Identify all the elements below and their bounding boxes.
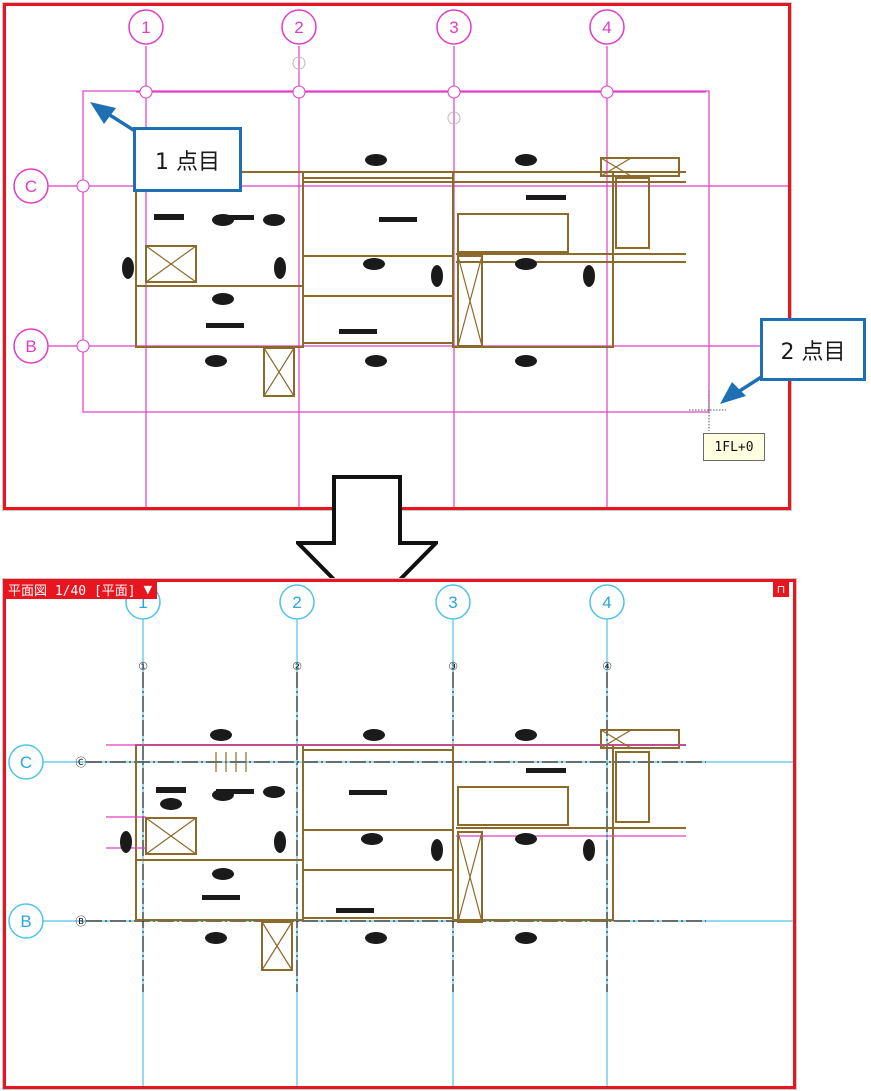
grid-bubble-B: B bbox=[8, 903, 44, 939]
svg-text:Ⓒ: Ⓒ bbox=[76, 756, 87, 769]
svg-text:3: 3 bbox=[449, 18, 458, 37]
grid-bubble-2: 2 bbox=[281, 9, 317, 45]
svg-text:1: 1 bbox=[138, 593, 147, 612]
svg-text:①: ① bbox=[138, 660, 148, 673]
plan-view-before[interactable]: 1 2 3 4 C B bbox=[3, 3, 791, 510]
grid-bubble-4: 4 bbox=[589, 9, 625, 45]
svg-text:3: 3 bbox=[448, 593, 457, 612]
pin-icon[interactable]: ⊓ bbox=[773, 581, 789, 597]
svg-text:③: ③ bbox=[448, 660, 458, 673]
svg-text:C: C bbox=[25, 177, 37, 196]
caret-down-icon[interactable]: ▼ bbox=[143, 582, 153, 596]
grid-bubble-4: 4 bbox=[589, 584, 625, 620]
callout-second-point: 2 点目 bbox=[760, 318, 866, 381]
svg-text:B: B bbox=[25, 337, 36, 356]
svg-text:④: ④ bbox=[602, 660, 612, 673]
svg-text:B: B bbox=[20, 912, 31, 931]
view-tab[interactable]: 平面図 1/40 [平面] ▼ bbox=[3, 579, 158, 599]
callout-first-point: 1 点目 bbox=[133, 127, 242, 192]
grid-bubble-C: C bbox=[13, 168, 49, 204]
svg-text:4: 4 bbox=[602, 18, 611, 37]
grid-bubble-1: 1 bbox=[128, 9, 164, 45]
svg-text:2: 2 bbox=[292, 593, 301, 612]
svg-text:②: ② bbox=[292, 660, 302, 673]
plan-view-after[interactable]: ① ② ③ ④ Ⓒ Ⓑ 1 2 3 4 C B bbox=[3, 579, 796, 1089]
grid-bubble-3: 3 bbox=[435, 584, 471, 620]
grid-bubble-B: B bbox=[13, 328, 49, 364]
svg-text:4: 4 bbox=[602, 593, 611, 612]
arrow-down-icon bbox=[296, 475, 438, 616]
svg-text:Ⓑ: Ⓑ bbox=[76, 915, 87, 928]
drawing-canvas-after[interactable]: ① ② ③ ④ Ⓒ Ⓑ 1 2 3 4 C B bbox=[6, 582, 793, 1086]
svg-text:2: 2 bbox=[294, 18, 303, 37]
drawing-canvas-before[interactable]: 1 2 3 4 C B bbox=[6, 6, 788, 507]
grid-bubble-2: 2 bbox=[279, 584, 315, 620]
grid-bubble-C: C bbox=[8, 744, 44, 780]
small-grid-markers: ① ② ③ ④ Ⓒ Ⓑ bbox=[76, 660, 613, 928]
grid-bubble-3: 3 bbox=[436, 9, 472, 45]
svg-text:C: C bbox=[20, 753, 32, 772]
level-tooltip: 1FL+0 bbox=[703, 433, 765, 461]
svg-text:1: 1 bbox=[141, 18, 150, 37]
view-title: 平面図 1/40 [平面] bbox=[8, 583, 136, 599]
